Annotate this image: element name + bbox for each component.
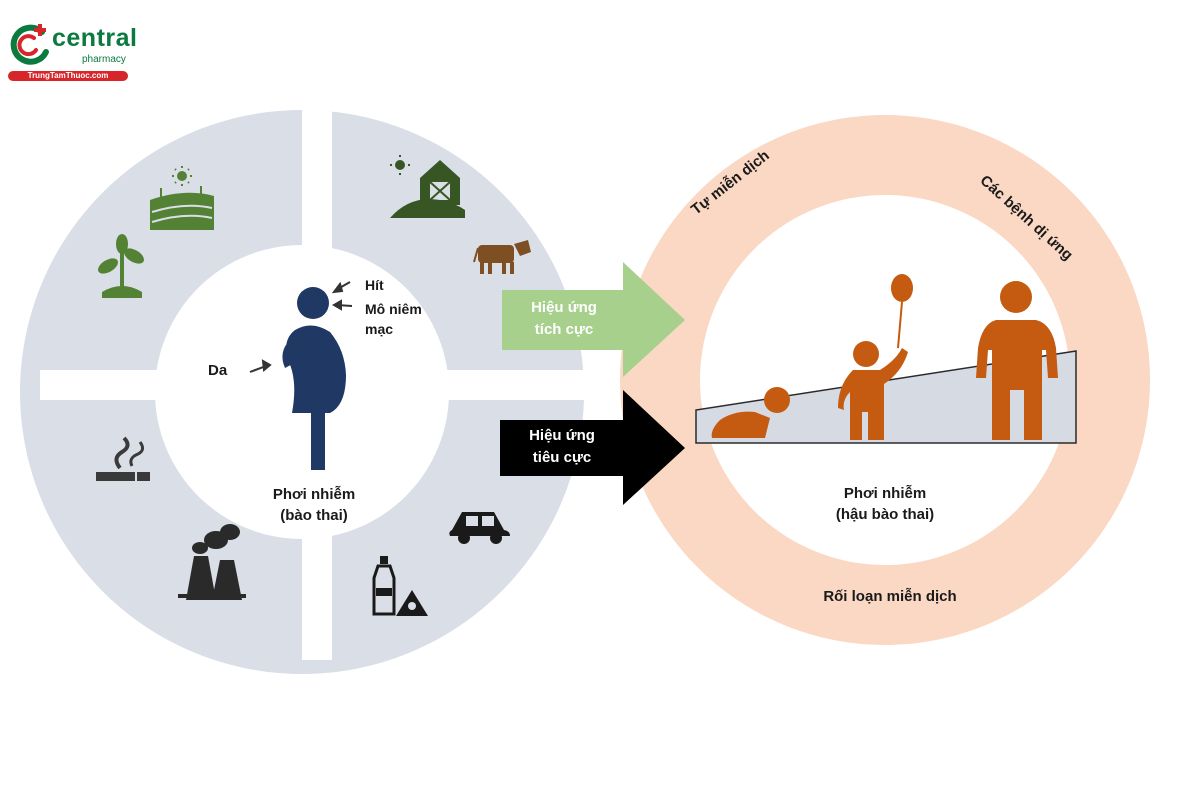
crops-sun-icon: [150, 166, 214, 230]
adult-icon: [976, 281, 1058, 440]
postnatal-ring: [620, 115, 1151, 645]
positive-effect-arrow: [502, 262, 685, 377]
plastic-bottle-biohazard-icon: [372, 556, 428, 616]
cigarette-icon: [96, 436, 150, 481]
logo-subtitle: pharmacy: [82, 54, 126, 65]
negative-effect-label: Hiệu ứng tiêu cực: [529, 427, 595, 466]
negative-effect-arrow: [500, 390, 685, 505]
immune-dysregulation-label: Rối loạn miễn dịch: [823, 588, 957, 605]
farm-barn-icon: [390, 155, 465, 218]
plant-sprout-icon: [98, 234, 144, 298]
prenatal-exposure-label: Phơi nhiễm (bào thai): [272, 486, 356, 524]
car-icon: [449, 512, 510, 544]
route-arrows: [249, 281, 353, 373]
baby-crawling-icon: [711, 387, 790, 438]
logo-wordmark: central: [52, 24, 138, 52]
child-with-balloon-icon: [838, 274, 913, 440]
factory-icon: [178, 524, 246, 600]
cow-icon: [473, 240, 531, 274]
pregnant-woman-icon: [282, 287, 346, 470]
central-logo-mark-icon: [10, 24, 49, 65]
logo-website-bar: TrungTamThuoc.com: [8, 71, 128, 81]
central-pharmacy-logo: central pharmacy TrungTamThuoc.com: [6, 22, 137, 84]
postnatal-exposure-label: Phơi nhiễm (hậu bào thai): [835, 485, 935, 523]
route-inhale-label: Hít: [365, 277, 384, 293]
route-skin-label: Da: [208, 362, 228, 379]
positive-effect-label: Hiệu ứng tích cực: [531, 299, 597, 338]
route-mucosa-label: Mô niêm mạc: [365, 301, 422, 337]
